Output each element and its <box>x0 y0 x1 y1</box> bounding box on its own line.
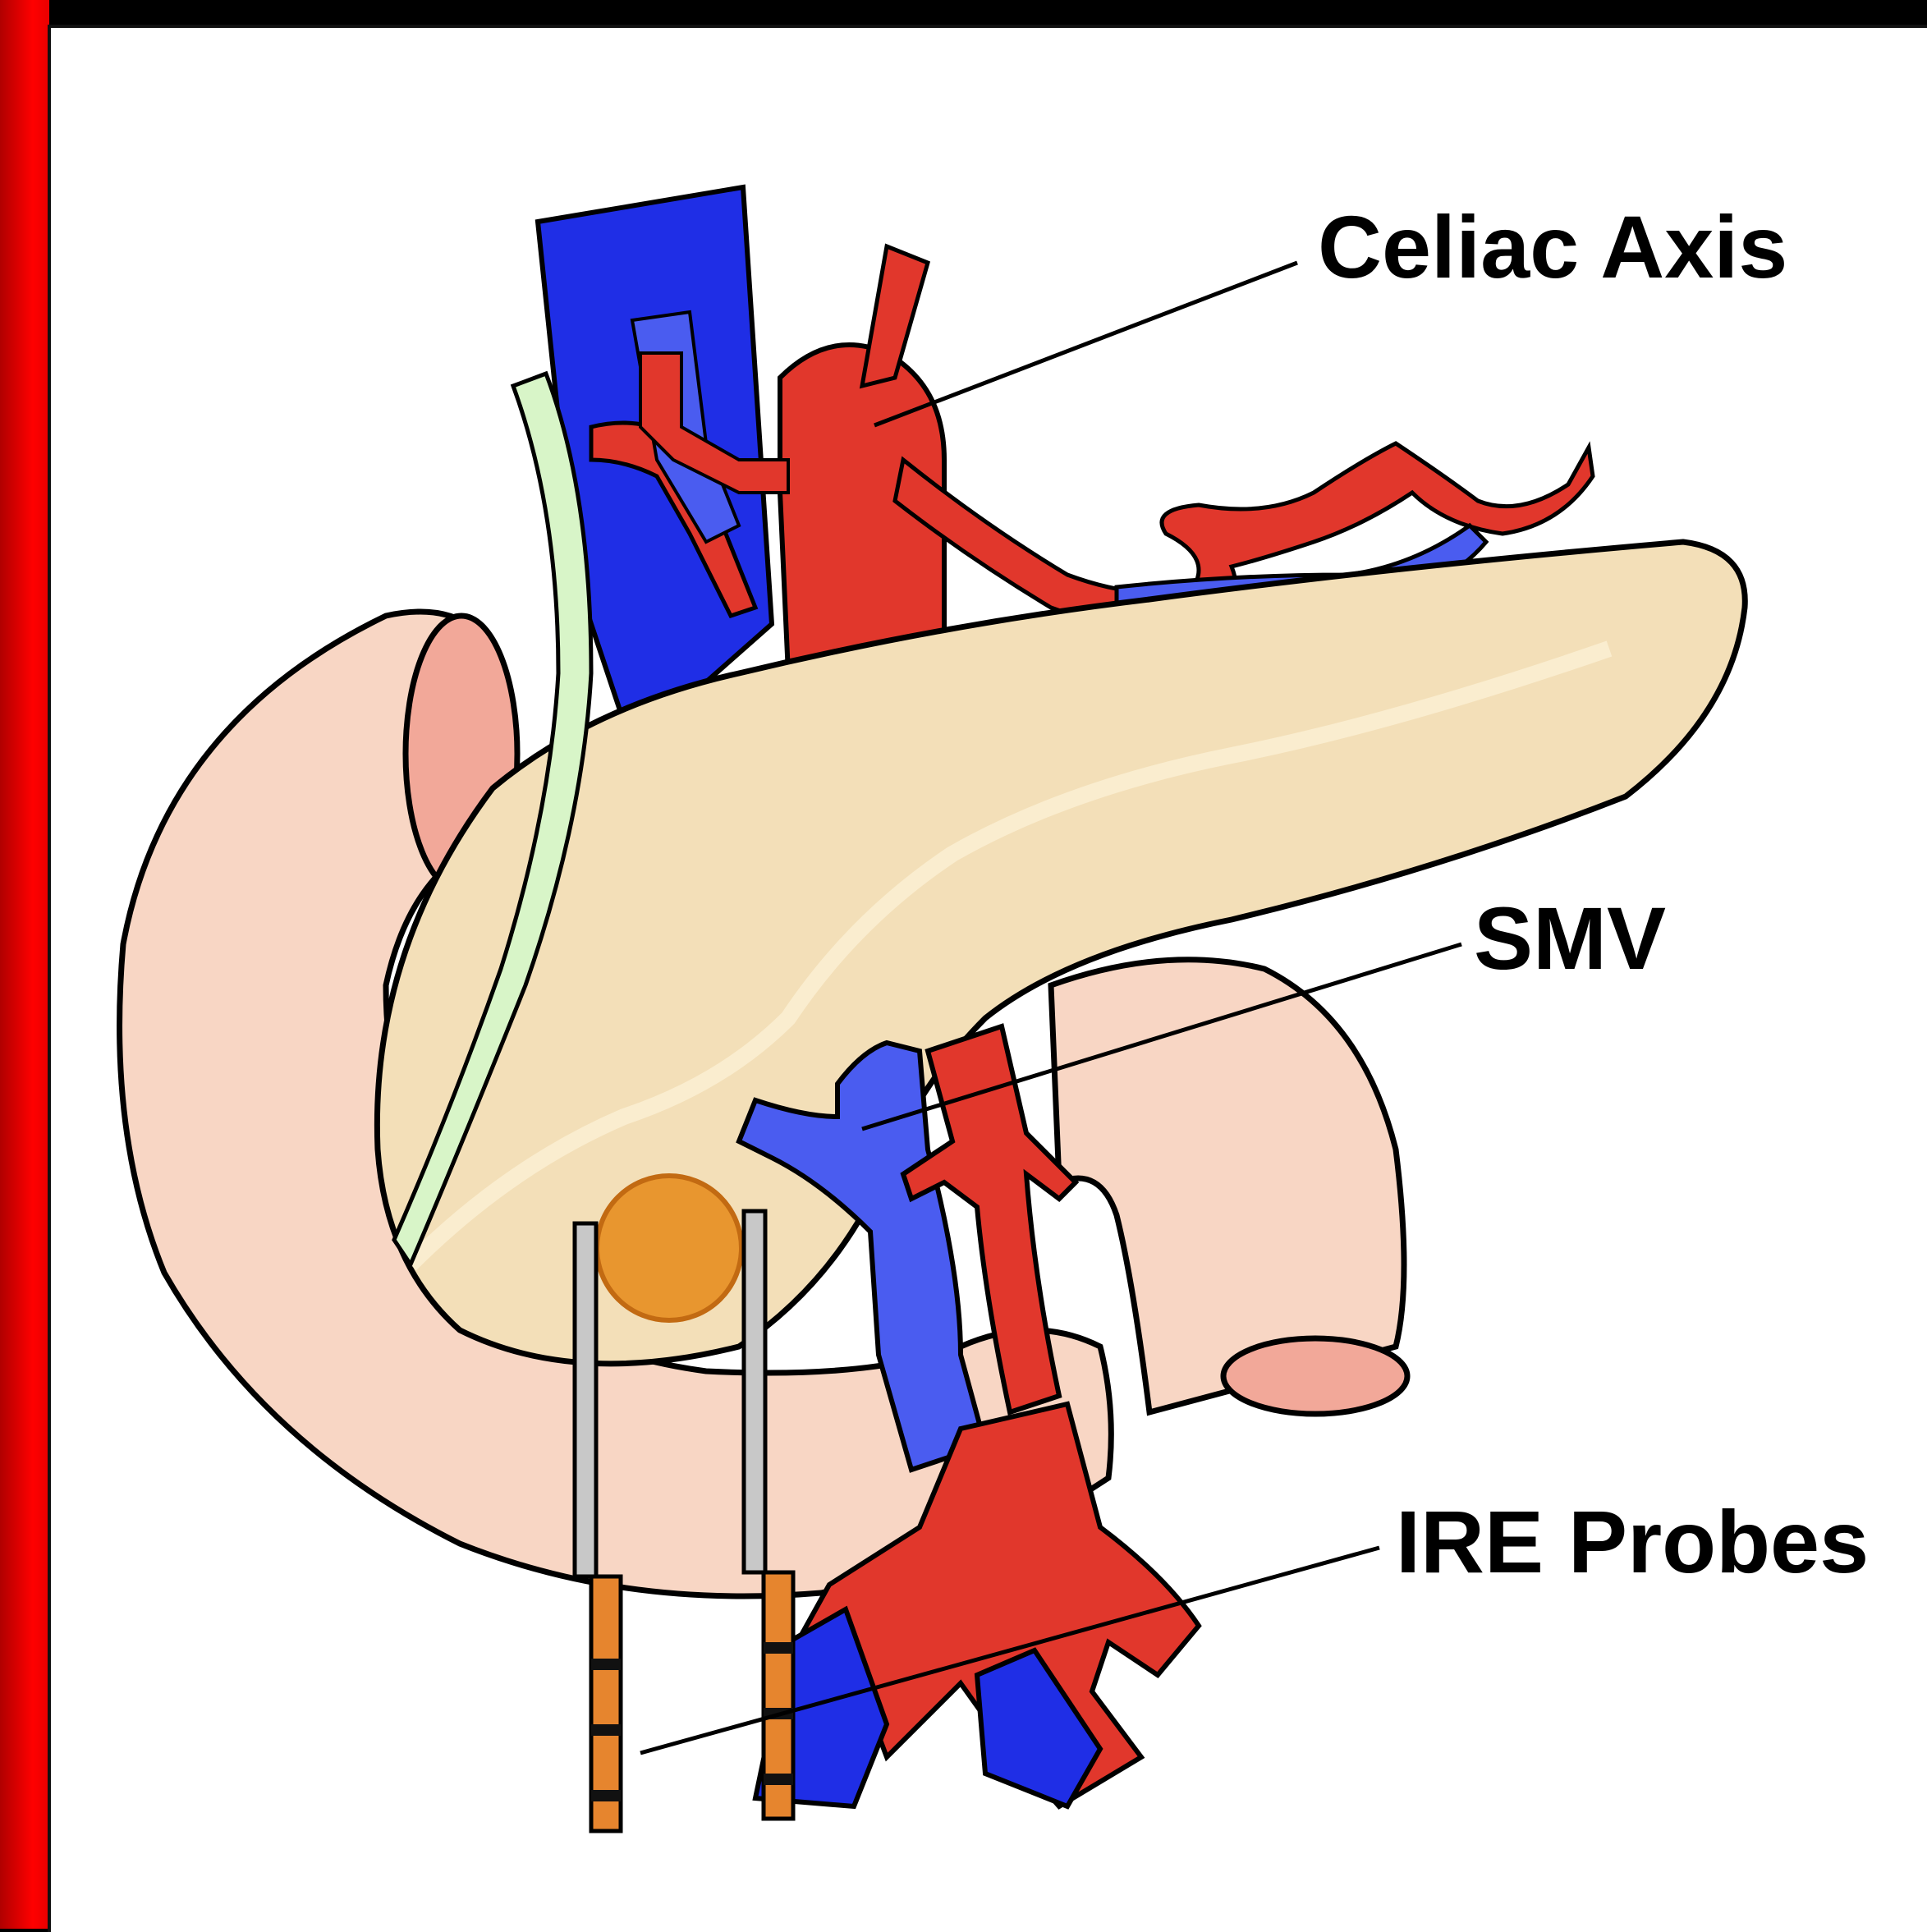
ire-probes-label: IRE Probes <box>1396 1492 1869 1591</box>
celiac-axis-leader-line <box>874 263 1297 425</box>
celiac-trunk-branch <box>862 246 928 386</box>
celiac-axis-label: Celiac Axis <box>1318 197 1787 296</box>
smv-label: SMV <box>1474 888 1666 988</box>
pancreatic-tumor <box>597 1176 741 1320</box>
duodenum-lumen-right <box>1223 1338 1407 1414</box>
